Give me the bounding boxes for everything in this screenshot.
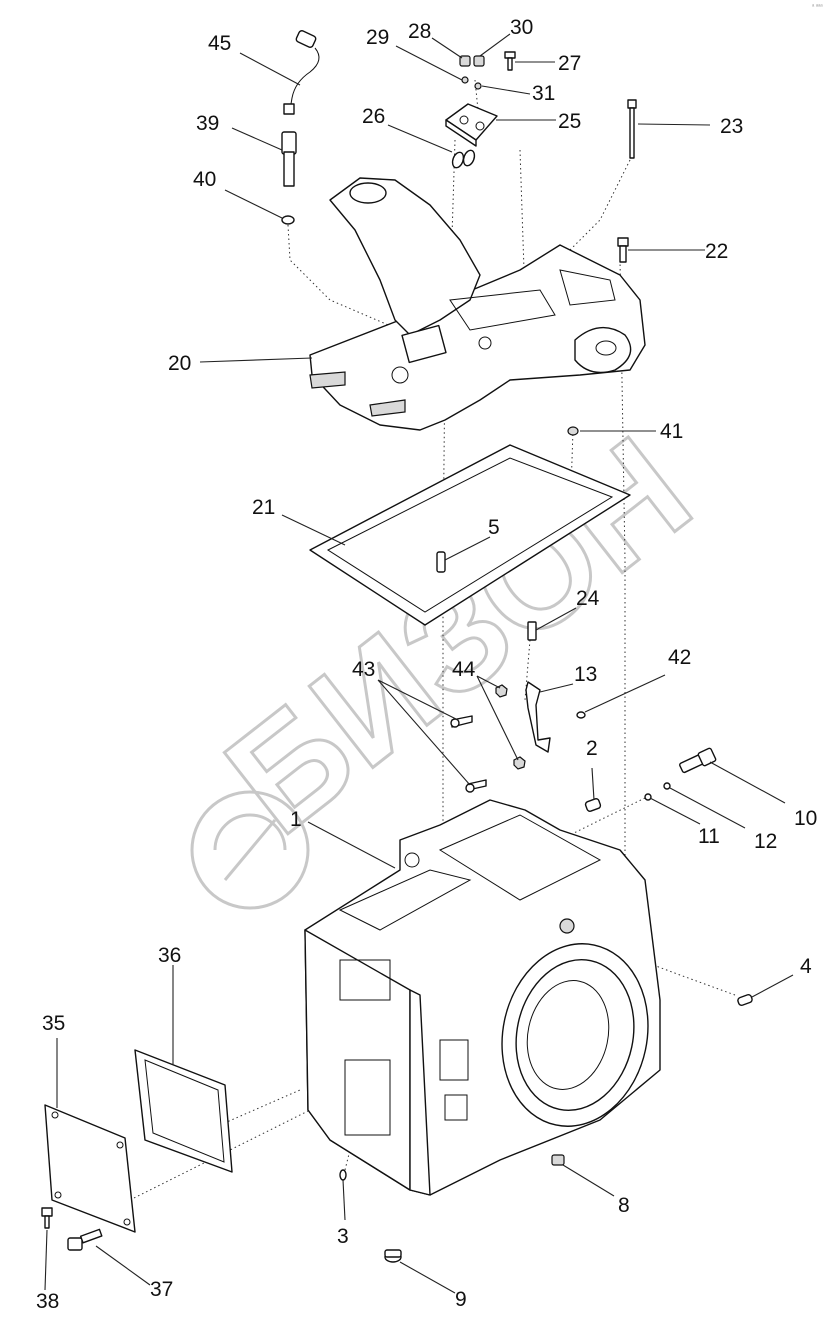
part-45-sensor-cable (283, 30, 320, 115)
label-43: 43 (352, 658, 375, 681)
label-38: 38 (36, 1290, 59, 1313)
label-27: 27 (558, 52, 581, 75)
part-31-washer (474, 82, 482, 90)
label-42: 42 (668, 646, 691, 669)
part-8-plug (551, 1154, 565, 1166)
label-28: 28 (408, 20, 431, 43)
label-45: 45 (208, 32, 231, 55)
label-21: 21 (252, 496, 275, 519)
label-20: 20 (168, 352, 191, 375)
part-35-cover-plate (44, 1104, 136, 1233)
label-37: 37 (150, 1278, 173, 1301)
part-9-plug (384, 1249, 402, 1263)
label-24: 24 (576, 587, 600, 610)
label-41: 41 (660, 420, 683, 443)
part-27-bolt (504, 51, 516, 71)
part-21-gasket (309, 444, 631, 626)
label-10: 10 (794, 807, 817, 830)
part-23-long-bolt (627, 99, 637, 159)
label-39: 39 (196, 112, 219, 135)
part-3-pin (339, 1169, 347, 1181)
label-36: 36 (158, 944, 181, 967)
part-13-pipe (525, 681, 551, 753)
label-8: 8 (618, 1194, 630, 1217)
part-11-o-ring (644, 793, 652, 801)
label-3: 3 (337, 1225, 349, 1248)
label-44: 44 (452, 658, 476, 681)
label-22: 22 (705, 240, 728, 263)
part-4-dowel (737, 993, 753, 1007)
part-37-bolt (67, 1228, 103, 1251)
label-11: 11 (698, 825, 720, 848)
label-12: 12 (754, 830, 777, 853)
label-35: 35 (42, 1012, 65, 1035)
part-28-plug (459, 55, 471, 67)
label-2: 2 (586, 737, 598, 760)
label-29: 29 (366, 26, 389, 49)
part-labels: 45 39 40 28 29 30 27 31 25 26 23 22 20 4… (36, 16, 817, 1313)
part-43-bolts (450, 715, 487, 793)
label-26: 26 (362, 105, 385, 128)
label-23: 23 (720, 115, 743, 138)
part-12-o-ring (663, 782, 671, 790)
part-10-valve (679, 747, 717, 774)
part-42-o-ring (576, 711, 586, 719)
part-38-bolt (41, 1207, 53, 1229)
label-5: 5 (488, 516, 500, 539)
part-44-nuts (495, 684, 526, 770)
label-25: 25 (558, 110, 581, 133)
label-40: 40 (193, 168, 216, 191)
part-20-upper-cover (309, 177, 646, 431)
part-39-sensor (281, 131, 297, 187)
part-1-main-housing (304, 799, 661, 1196)
part-41-o-ring (567, 426, 579, 436)
part-40-o-ring (281, 215, 295, 225)
part-25-cover-plate (445, 103, 498, 147)
part-2-dowel (584, 798, 602, 812)
part-36-gasket (134, 1049, 233, 1173)
label-30: 30 (510, 16, 533, 39)
label-9: 9 (455, 1288, 467, 1311)
part-5-dowel (436, 551, 446, 573)
part-24-fitting (527, 621, 537, 641)
corner-mark: ᵃ ᵃᵃᵃ (812, 4, 823, 10)
part-29-washer (461, 76, 469, 84)
label-13: 13 (574, 663, 597, 686)
label-1: 1 (290, 808, 302, 831)
label-31: 31 (532, 82, 555, 105)
part-30-plug (473, 55, 485, 67)
watermark-logo-icon (190, 790, 310, 910)
leader-lines (44, 33, 794, 1294)
part-22-bolt (617, 237, 629, 263)
part-26-seals (451, 149, 476, 169)
label-4: 4 (800, 955, 812, 978)
